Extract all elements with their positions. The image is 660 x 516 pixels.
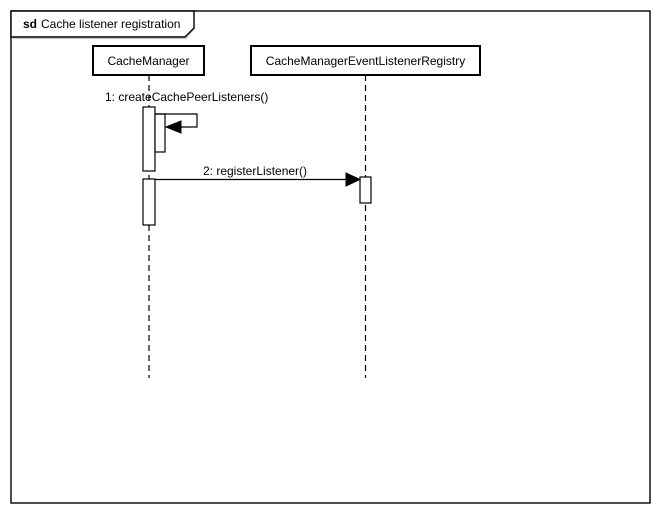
activation-bar-cachemanager-1-nested xyxy=(154,113,166,153)
message-1-arrowhead-icon xyxy=(164,120,182,134)
activation-bar-cachemanager-1 xyxy=(142,106,156,172)
message-2-label: 2: registerListener() xyxy=(203,164,308,178)
frame-tab-shadow xyxy=(13,27,196,40)
frame-title-text: Cache listener registration xyxy=(41,17,181,31)
message-1-label: 1: createCachePeerListeners() xyxy=(105,90,269,104)
lifeline-header-box-registry xyxy=(250,45,481,76)
frame-keyword: sd xyxy=(23,17,38,31)
activation-bar-registry xyxy=(359,176,372,204)
message-2-arrowhead-icon xyxy=(345,172,362,187)
frame-border xyxy=(10,10,651,504)
lifeline-header-registry: CacheManagerEventListenerRegistry xyxy=(265,53,466,68)
lifeline-header-cachemanager: CacheManager xyxy=(107,53,190,68)
frame-title-tab xyxy=(10,10,195,38)
message-1-self-call-line xyxy=(155,113,198,128)
lifeline-header-box-cachemanager xyxy=(92,45,205,76)
activation-bar-cachemanager-2 xyxy=(142,178,156,226)
